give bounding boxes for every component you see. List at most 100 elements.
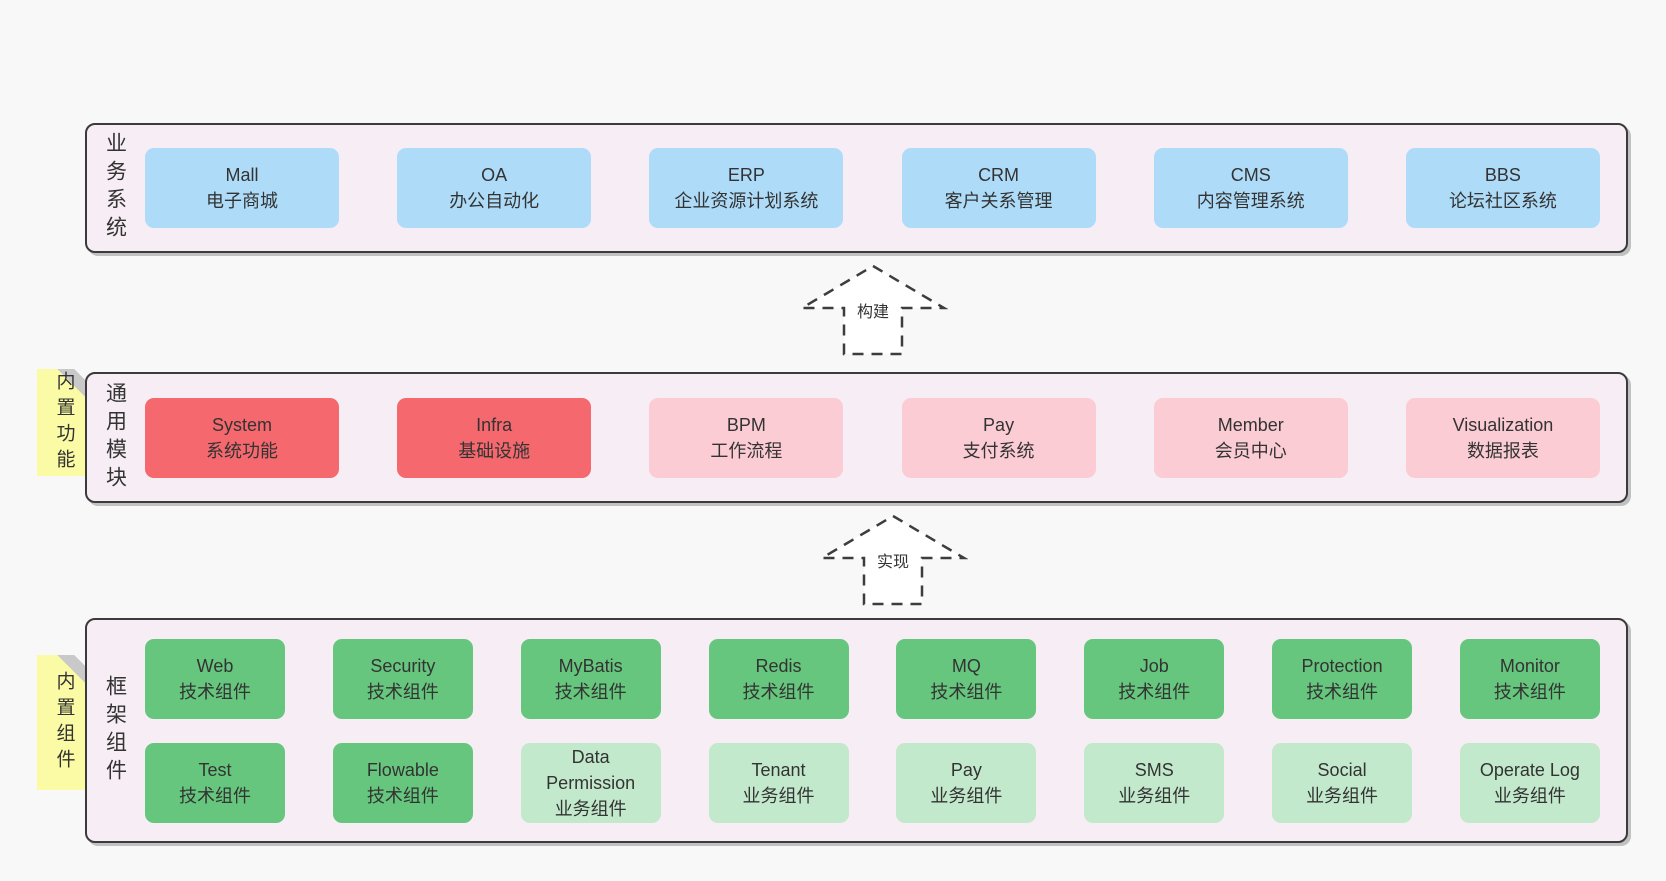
box-subtitle: 数据报表 [1466, 440, 1539, 461]
box-title: CRM [978, 165, 1020, 185]
framework-components-rows: Web 技术组件 Security 技术组件 MyBatis 技术组件 Redi… [143, 620, 1626, 841]
box-oa: OA 办公自动化 [397, 148, 592, 228]
box-data-permission: Data Permission 业务组件 [520, 742, 661, 823]
implement-arrow-label: 实现 [872, 547, 914, 574]
box-redis: Redis 技术组件 [708, 638, 849, 719]
box-title: Mall [225, 165, 259, 185]
box-security: Security 技术组件 [332, 638, 473, 719]
box-subtitle: 支付系统 [962, 440, 1035, 461]
box-subtitle: 论坛社区系统 [1448, 191, 1557, 211]
box-title: MyBatis [558, 655, 623, 676]
box-title: Tenant [751, 759, 806, 780]
box-sms: SMS 业务组件 [1084, 742, 1225, 823]
box-subtitle: 工作流程 [710, 440, 783, 461]
box-web: Web 技术组件 [145, 638, 285, 719]
box-title: Flowable [366, 759, 439, 780]
box-subtitle: 内容管理系统 [1196, 191, 1305, 211]
build-arrow-label: 构建 [852, 297, 894, 324]
layer-label-common-modules: 通用模块 [103, 381, 127, 494]
box-title: Data Permission [546, 746, 636, 793]
business-systems-box-row: Mall 电子商城 OA 办公自动化 ERP 企业资源计划系统 CRM 客户关系… [143, 125, 1626, 251]
layer-framework-components: 框架组件 Web 技术组件 Security 技术组件 MyBatis 技术组件… [85, 618, 1628, 843]
box-title: Protection [1301, 655, 1383, 676]
box-infra: Infra 基础设施 [397, 397, 592, 478]
layer-label-business-systems: 业务系统 [103, 132, 127, 244]
box-subtitle: 业务组件 [742, 785, 815, 806]
box-system: System 系统功能 [145, 397, 339, 478]
box-title: ERP [727, 165, 765, 185]
box-monitor: Monitor 技术组件 [1459, 638, 1600, 719]
box-title: Social [1317, 759, 1367, 780]
box-title: Visualization [1452, 414, 1554, 435]
box-bbs: BBS 论坛社区系统 [1405, 148, 1600, 228]
build-arrow: 构建 [798, 262, 948, 358]
box-cms: CMS 内容管理系统 [1153, 148, 1348, 228]
box-job: Job 技术组件 [1084, 638, 1225, 719]
box-title: Infra [476, 414, 513, 435]
box-title: Pay [983, 414, 1015, 435]
box-crm: CRM 客户关系管理 [901, 148, 1096, 228]
box-subtitle: 业务组件 [1306, 785, 1379, 806]
box-title: MQ [951, 655, 981, 676]
box-title: Redis [755, 655, 802, 676]
box-subtitle: 基础设施 [458, 440, 531, 461]
box-subtitle: 技术组件 [1306, 681, 1379, 702]
box-subtitle: 技术组件 [742, 681, 815, 702]
framework-components-row-2: Test 技术组件 Flowable 技术组件 Data Permission … [145, 742, 1600, 823]
layer-label-framework-components: 框架组件 [103, 674, 127, 787]
box-subtitle: 会员中心 [1214, 440, 1287, 461]
box-subtitle: 技术组件 [179, 681, 251, 702]
layer-common-modules: 通用模块 System 系统功能 Infra 基础设施 BPM 工作流程 Pay… [85, 372, 1628, 503]
box-visualization: Visualization 数据报表 [1405, 397, 1600, 478]
implement-arrow: 实现 [818, 512, 968, 608]
box-tenant: Tenant 业务组件 [708, 742, 849, 823]
box-member: Member 会员中心 [1153, 397, 1348, 478]
box-subtitle: 技术组件 [366, 681, 439, 702]
sticky-note-text: 内置组件 [53, 670, 75, 775]
box-title: Monitor [1499, 655, 1560, 676]
box-subtitle: 业务组件 [1493, 785, 1566, 806]
box-subtitle: 系统功能 [206, 440, 278, 461]
box-test: Test 技术组件 [145, 742, 285, 823]
box-subtitle: 办公自动化 [449, 191, 540, 211]
box-subtitle: 技术组件 [930, 681, 1003, 702]
sticky-note-builtin-features: 内置功能 [37, 369, 91, 476]
box-subtitle: 客户关系管理 [944, 191, 1053, 211]
box-subtitle: 业务组件 [554, 798, 627, 819]
box-protection: Protection 技术组件 [1272, 638, 1413, 719]
box-title: BPM [726, 414, 766, 435]
box-subtitle: 技术组件 [1493, 681, 1566, 702]
box-pay-module: Pay 支付系统 [901, 397, 1096, 478]
box-social: Social 业务组件 [1272, 742, 1413, 823]
box-subtitle: 技术组件 [366, 785, 439, 806]
box-flowable: Flowable 技术组件 [332, 742, 473, 823]
box-pay-component: Pay 业务组件 [896, 742, 1037, 823]
box-subtitle: 业务组件 [930, 785, 1003, 806]
box-title: OA [481, 165, 508, 185]
box-title: Pay [950, 759, 982, 780]
box-subtitle: 业务组件 [1118, 785, 1191, 806]
layer-business-systems: 业务系统 Mall 电子商城 OA 办公自动化 ERP 企业资源计划系统 CRM… [85, 123, 1628, 253]
box-title: Member [1217, 414, 1284, 435]
box-operate-log: Operate Log 业务组件 [1459, 742, 1600, 823]
box-subtitle: 技术组件 [179, 785, 251, 806]
box-title: SMS [1134, 759, 1174, 780]
box-title: System [211, 414, 272, 435]
box-subtitle: 技术组件 [554, 681, 627, 702]
box-subtitle: 技术组件 [1118, 681, 1191, 702]
box-mall: Mall 电子商城 [145, 148, 339, 228]
box-mq: MQ 技术组件 [896, 638, 1037, 719]
box-title: Test [198, 759, 232, 780]
box-mybatis: MyBatis 技术组件 [520, 638, 661, 719]
box-title: Web [196, 655, 234, 676]
box-subtitle: 电子商城 [206, 191, 278, 211]
box-title: CMS [1230, 165, 1271, 185]
framework-components-row-1: Web 技术组件 Security 技术组件 MyBatis 技术组件 Redi… [145, 638, 1600, 719]
box-bpm: BPM 工作流程 [649, 397, 844, 478]
box-erp: ERP 企业资源计划系统 [649, 148, 844, 228]
box-title: Job [1139, 655, 1169, 676]
sticky-note-text: 内置功能 [53, 370, 75, 475]
common-modules-box-row: System 系统功能 Infra 基础设施 BPM 工作流程 Pay 支付系统… [143, 374, 1626, 501]
box-title: Operate Log [1479, 759, 1580, 780]
